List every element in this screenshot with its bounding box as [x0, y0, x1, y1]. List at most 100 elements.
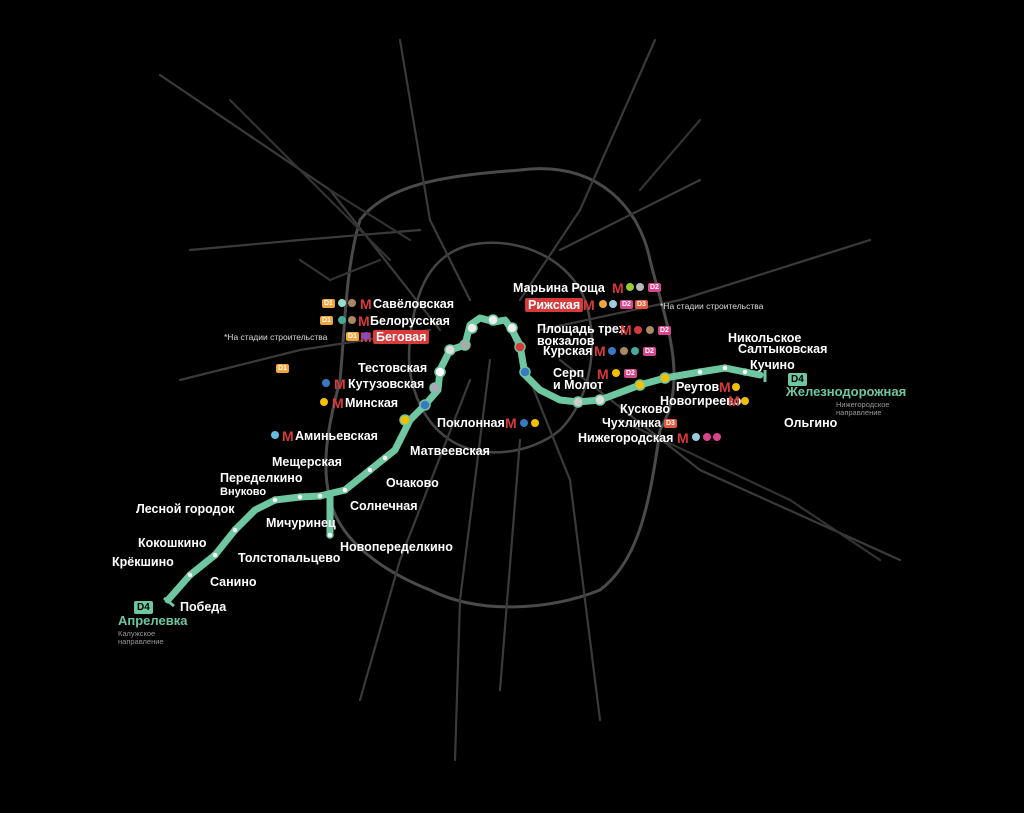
metro-icon: М — [677, 430, 689, 446]
station-nizhegorodskaya[interactable]: Нижегородская — [578, 431, 674, 445]
station-meshcherskaya[interactable]: Мещерская — [272, 455, 342, 469]
d1-badge: D1 — [322, 299, 335, 308]
station-novoperedelkino[interactable]: Новопеределкино — [340, 540, 453, 554]
d3-badge: D3 — [664, 419, 677, 428]
line-dot — [620, 347, 628, 355]
line-dot — [322, 379, 330, 387]
station-lesnoy[interactable]: Лесной городок — [136, 502, 235, 516]
metro-icon: М — [583, 297, 595, 313]
background-rail-network — [158, 38, 902, 762]
construction-note-right: *На стадии строительства — [660, 301, 764, 311]
station-tolstopaltsevo[interactable]: Толстопальцево — [238, 551, 341, 565]
direction-kaluzhskoe: Калужское направление — [118, 629, 164, 646]
metro-icon: М — [612, 280, 624, 296]
station-rizhskaya-label: Рижская — [525, 298, 584, 312]
d2-badge: D2 — [658, 326, 671, 335]
metro-icon: М — [728, 393, 740, 409]
station-novogireevo[interactable]: Новогиреево — [660, 394, 742, 408]
line-dot — [338, 299, 346, 307]
station-serp-1[interactable]: Серп — [553, 366, 585, 380]
station-minskaya[interactable]: Минская — [345, 396, 399, 410]
line-dot — [713, 433, 721, 441]
station-aminyevskaya[interactable]: Аминьевская — [295, 429, 378, 443]
line-dot — [520, 419, 528, 427]
metro-icon: М — [597, 366, 609, 382]
station-tri-vokzala-1[interactable]: Площадь трех — [537, 322, 626, 336]
d2-badge: D2 — [643, 347, 656, 356]
metro-icon: М — [505, 415, 517, 431]
station-chukhlinka[interactable]: Чухлинка — [602, 416, 662, 430]
line-dot — [348, 316, 356, 324]
station-points — [186, 314, 749, 579]
line-dot — [741, 397, 749, 405]
d3-badge: D3 — [635, 300, 648, 309]
station-vnukovo[interactable]: Внуково — [220, 486, 267, 498]
line-dot — [646, 326, 654, 334]
d4-tag-east: D4 — [788, 373, 807, 386]
direction-nizhegorodskoe: Нижегородское направление — [836, 400, 890, 417]
metro-icon: М — [620, 322, 632, 338]
station-saltykovskaya[interactable]: Салтыковская — [738, 342, 828, 356]
construction-note-left: *На стадии строительства — [224, 332, 328, 342]
d1-badge: D1 — [320, 316, 333, 325]
line-dot — [271, 431, 279, 439]
station-begovaya[interactable]: Беговая — [373, 330, 430, 344]
line-dot — [612, 369, 620, 377]
metro-icon: М — [594, 343, 606, 359]
d4-tag-west: D4 — [134, 601, 153, 614]
line-dot — [348, 299, 356, 307]
line-dot — [631, 347, 639, 355]
terminus-aprelevka[interactable]: Апрелевка — [118, 613, 188, 628]
station-ochakovo[interactable]: Очаково — [386, 476, 439, 490]
station-sanino[interactable]: Санино — [210, 575, 257, 589]
d2-badge: D2 — [620, 300, 633, 309]
line-dot — [608, 347, 616, 355]
metro-icon: М — [719, 379, 731, 395]
station-testovskaya[interactable]: Тестовская — [358, 361, 428, 375]
d2-badge: D2 — [624, 369, 637, 378]
d1-badge: D1 — [276, 364, 289, 373]
station-kurskaya[interactable]: Курская — [543, 344, 593, 358]
metro-icon: М — [334, 376, 346, 392]
station-kokoshkino[interactable]: Кокошкино — [138, 536, 207, 550]
station-tri-vokzala-2[interactable]: вокзалов — [537, 334, 595, 348]
station-poklonnaya[interactable]: Поклонная — [437, 416, 505, 430]
station-rizhskaya[interactable]: Рижская — [525, 298, 584, 312]
station-solnechnaya[interactable]: Солнечная — [350, 499, 418, 513]
station-matveevskaya[interactable]: Матвеевская — [410, 444, 490, 458]
station-savelovskaya[interactable]: Савёловская — [373, 297, 455, 311]
metro-icon: М — [282, 428, 294, 444]
metro-icon: М — [360, 296, 372, 312]
terminus-zheleznodorozhnaya[interactable]: Железнодорожная — [786, 384, 907, 399]
line-dot — [531, 419, 539, 427]
station-olgino[interactable]: Ольгино — [784, 416, 838, 430]
station-belorusskaya[interactable]: Белорусская — [370, 314, 450, 328]
line-dot — [320, 398, 328, 406]
metro-icon: М — [332, 395, 344, 411]
station-pobeda[interactable]: Победа — [180, 600, 227, 614]
line-dot — [362, 332, 370, 340]
line-dot — [626, 283, 634, 291]
line-dot — [599, 300, 607, 308]
line-dot — [609, 300, 617, 308]
metro-icon: М — [358, 313, 370, 329]
station-maryina[interactable]: Марьина Роща — [513, 281, 605, 295]
line-dot — [338, 316, 346, 324]
station-kryokshino[interactable]: Крёкшино — [112, 555, 174, 569]
station-kuskovo[interactable]: Кусково — [620, 402, 671, 416]
line-dot — [703, 433, 711, 441]
station-kutuzovskaya[interactable]: Кутузовская — [348, 377, 425, 391]
station-kuchino[interactable]: Кучино — [750, 358, 795, 372]
station-begovaya-label: Беговая — [373, 330, 430, 344]
d2-badge: D2 — [648, 283, 661, 292]
station-reutov[interactable]: Реутов — [676, 380, 720, 394]
station-peredelkino[interactable]: Переделкино — [220, 471, 303, 485]
station-nikolskoe[interactable]: Никольское — [728, 331, 802, 345]
line-dot — [732, 383, 740, 391]
line-dot — [636, 283, 644, 291]
terminus-stub-west — [163, 596, 175, 608]
station-michurinets[interactable]: Мичуринец — [266, 516, 336, 530]
d1-badge: D1 — [346, 332, 359, 341]
station-serp-2[interactable]: и Молот — [553, 378, 604, 392]
line-dot — [692, 433, 700, 441]
